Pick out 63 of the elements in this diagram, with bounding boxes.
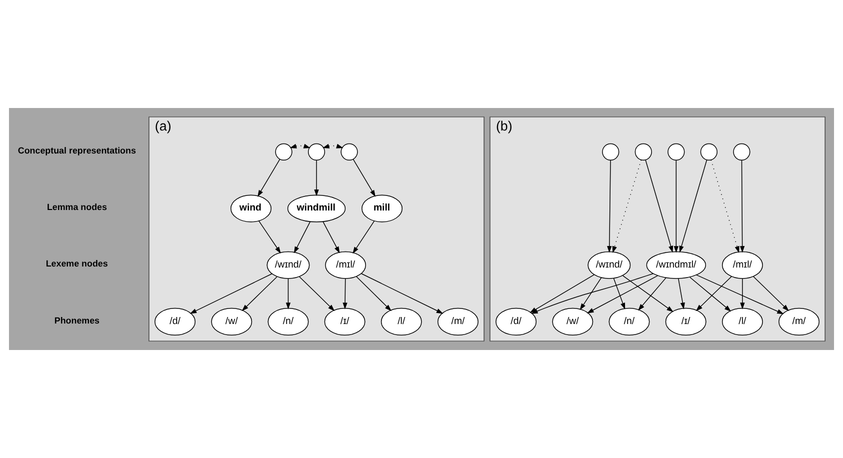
arrow <box>356 276 392 312</box>
node-ellipse: windmill <box>287 194 346 222</box>
node-ellipse: /l/ <box>722 308 763 336</box>
node-ellipse: /m/ <box>778 308 820 336</box>
label: Lexeme nodes <box>46 258 108 269</box>
arrow <box>696 274 784 314</box>
node-ellipse: wind <box>230 194 272 222</box>
node-circle <box>634 143 652 160</box>
arrow <box>352 220 375 254</box>
node-ellipse: /wɪnd/ <box>266 251 310 279</box>
node-circle <box>308 143 326 160</box>
label: Lemma nodes <box>46 202 107 212</box>
arrow <box>258 158 280 197</box>
node-ellipse: /w/ <box>211 308 252 336</box>
arrow <box>678 278 685 310</box>
arrow <box>622 275 674 312</box>
arrow <box>294 221 310 254</box>
arrow <box>322 221 340 254</box>
node-ellipse: /wɪndmɪl/ <box>646 251 706 279</box>
arrow <box>580 277 602 310</box>
node-circle <box>668 143 685 160</box>
node-ellipse: /mɪl/ <box>325 251 366 279</box>
arrow <box>740 160 745 253</box>
node-ellipse: /ɪ/ <box>665 308 706 336</box>
arrow <box>638 277 666 311</box>
node-ellipse: /mɪl/ <box>722 251 763 279</box>
arrow <box>531 273 654 314</box>
node-ellipse: /m/ <box>438 308 478 336</box>
arrow <box>679 160 708 253</box>
node-ellipse: /n/ <box>608 308 650 336</box>
arrow <box>740 278 745 310</box>
arrow <box>352 158 376 197</box>
node-ellipse: mill <box>362 194 403 222</box>
arrow <box>645 160 674 253</box>
node-circle <box>700 143 718 160</box>
node-ellipse: /l/ <box>380 308 422 336</box>
node-ellipse: /d/ <box>154 308 196 336</box>
label: Phonemes <box>54 315 100 326</box>
arrow <box>258 220 281 254</box>
label: Conceptual representations <box>18 145 136 156</box>
node-ellipse: /n/ <box>268 308 309 336</box>
arrow <box>299 276 335 312</box>
arrow <box>612 160 642 253</box>
arrow <box>190 273 272 314</box>
node-ellipse: /wɪnd/ <box>588 251 631 279</box>
arrow <box>286 278 291 310</box>
arrow <box>690 276 732 312</box>
arrow <box>752 276 789 312</box>
node-circle <box>340 143 358 160</box>
arrow <box>607 160 612 253</box>
node-circle <box>602 143 620 160</box>
arrow <box>342 278 348 310</box>
arrow <box>613 278 626 310</box>
node-ellipse: /ɪ/ <box>324 308 366 336</box>
arrow <box>314 160 319 196</box>
arrow <box>361 273 444 314</box>
arrow <box>696 276 732 312</box>
arrow <box>586 275 658 314</box>
arrow <box>674 160 679 253</box>
node-circle <box>733 143 750 160</box>
node-circle <box>275 143 292 160</box>
arrow <box>710 160 740 253</box>
arrow <box>242 276 278 312</box>
